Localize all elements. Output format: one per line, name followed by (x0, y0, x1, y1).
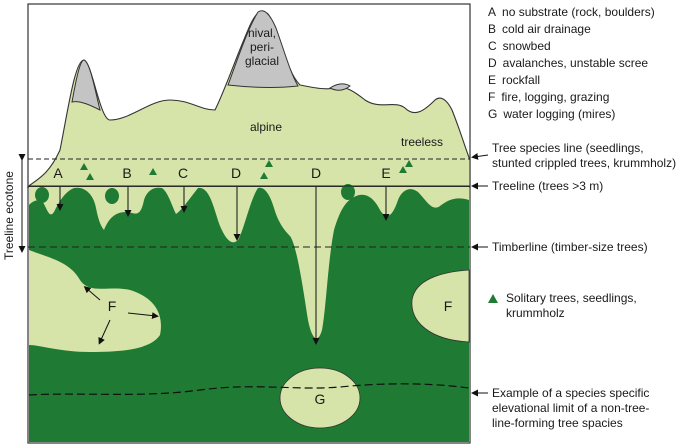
treeless-label: treeless (401, 135, 443, 149)
marker-A: A (53, 165, 63, 181)
seedling-icon (260, 172, 268, 179)
nival-cap-right (329, 83, 351, 91)
nival-cap-main (227, 10, 299, 88)
label-pointers (471, 152, 489, 397)
tree-clump-2 (105, 188, 119, 204)
species-limit-label-1: Example of a species specific (492, 386, 649, 400)
tree-species-line-label-2: stunted crippled trees, krummholz) (492, 156, 676, 170)
nival-label-2: peri- (250, 40, 274, 54)
ecotone-label: Treeline ecotone (2, 171, 16, 260)
seedling-icon (399, 166, 407, 173)
marker-G: G (315, 391, 326, 407)
marker-D2: D (311, 165, 321, 181)
tree-clump-1 (35, 187, 49, 203)
solitary-tree-icon (488, 294, 498, 303)
species-limit-line (28, 383, 470, 396)
tree-cluster-left (74, 236, 118, 268)
solitary-label-1: Solitary trees, seedlings, (506, 291, 637, 305)
treeline-label: Treeline (trees >3 m) (492, 179, 603, 193)
species-limit-label-2: elevational limit of a non-tree- (492, 401, 649, 415)
gap-F-right (411, 269, 470, 343)
gap-F-left (29, 250, 161, 352)
marker-B: B (122, 165, 131, 181)
nival-label-3: glacial (245, 54, 279, 68)
alpine-label: alpine (250, 120, 282, 134)
solitary-label-2: krummholz (506, 306, 565, 320)
marker-C: C (178, 165, 188, 181)
seedling-markers (80, 160, 413, 180)
seedling-icon (86, 173, 94, 180)
mire-G (279, 367, 361, 429)
tree-species-line-label-1: Tree species line (seedlings, (492, 141, 644, 155)
nival-cap-left (71, 59, 101, 111)
seedling-icon (405, 160, 413, 167)
marker-E: E (381, 165, 390, 181)
species-limit-label-3: line-forming tree spacies (492, 416, 623, 430)
marker-F1: F (108, 298, 117, 314)
timberline-label: Timberline (timber-size trees) (492, 240, 648, 254)
closed-forest (29, 187, 469, 442)
seedling-icon (149, 168, 157, 175)
disturbance-arrows (56, 187, 390, 345)
marker-D1: D (231, 165, 241, 181)
nival-label-1: nival, (248, 26, 276, 40)
tree-clump-3 (341, 184, 355, 200)
seedling-icon (265, 160, 273, 167)
marker-F2: F (444, 298, 453, 314)
seedling-icon (80, 163, 88, 170)
